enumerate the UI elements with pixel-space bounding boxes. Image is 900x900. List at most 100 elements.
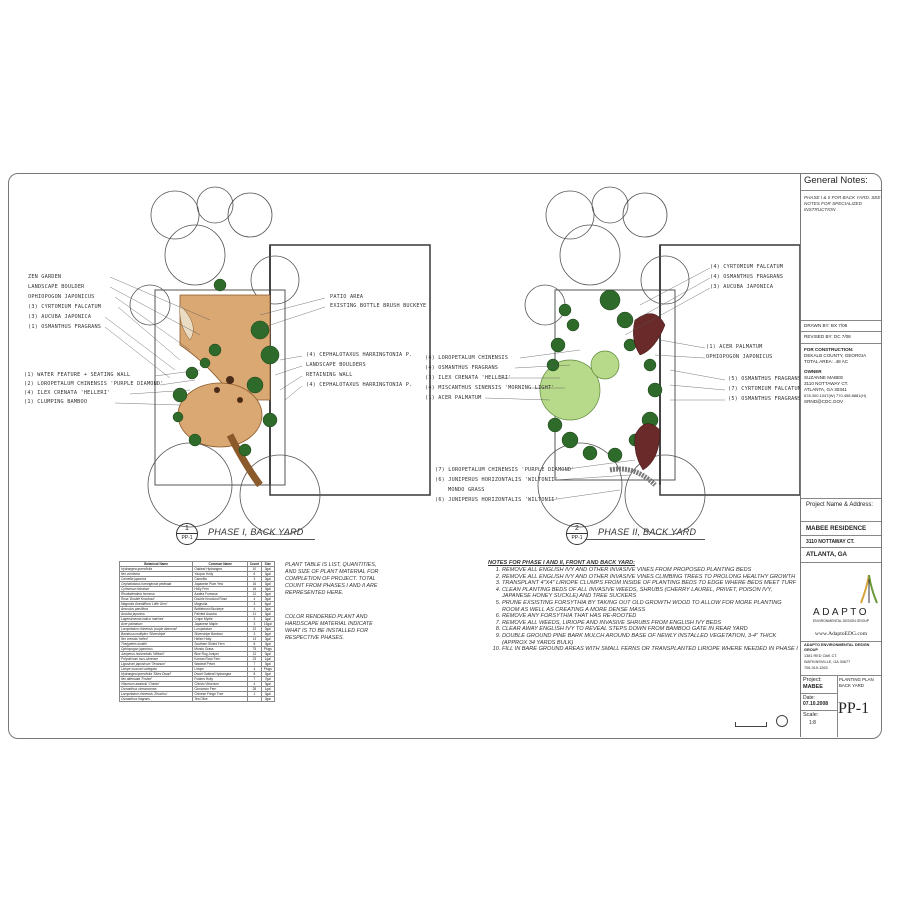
plant-label: (1) WATER FEATURE + SEATING WALL [24, 372, 131, 378]
plant-label: (5) OSMANTHUS FRAGRANS [728, 376, 802, 382]
drawn-by: DRAWN BY: BX 7/08 [804, 323, 848, 328]
plant-label: (3) ILEX CRENATA 'HELLERI' [425, 375, 512, 381]
owner-city: ATLANTA, GA 30341 [804, 387, 847, 392]
phase2-drawing-marker: 2 PP-1 [566, 523, 588, 545]
divider [801, 343, 881, 344]
plant-label: LANDSCAPE BOULDER [28, 284, 85, 290]
plant-table: Botanical Name Common Name Count Size Hy… [118, 561, 276, 702]
phase1-leader-lines [104, 276, 326, 406]
drawing-number: 2 [567, 524, 587, 534]
county: DEKALB COUNTY, GEORGIA [804, 353, 867, 358]
phase2-leader-lines [484, 267, 726, 501]
revised-by: REVISED BY: DC 7/08 [804, 334, 851, 339]
phase1-drawing-marker: 1 PP-1 [176, 523, 198, 545]
plant-label: (1) ACER PALMATUM [706, 344, 763, 350]
note-item: CLEAN PLANTING BEDS OF ALL INVASIVE WEED… [502, 587, 798, 600]
table-note-quantities: PLANT TABLE IS LIST, QUANTITIES, AND SIZ… [285, 562, 379, 596]
divider [801, 693, 837, 694]
plant-label: RETAINING WALL [306, 372, 353, 378]
firm-city: WATKINSVILLE, GA 30677 [804, 660, 851, 664]
plant-label: OPHIOPOGON JAPONICUS [28, 294, 95, 300]
owner-phone: 678.300.1047(W) 770.458.8881(H) [804, 393, 867, 398]
count-cell [247, 696, 262, 702]
note-item: TRANSPLANT 4"x4" LIRIOPE CLUMPS FROM INS… [502, 580, 798, 587]
divider [801, 562, 881, 563]
adapto-logo-icon [860, 574, 878, 604]
plant-label: PATIO AREA [330, 294, 364, 300]
owner-email: SRND@CDC.GOV [804, 399, 844, 404]
plant-label: EXISTING BOTTLE BRUSH BUCKEYE [330, 303, 427, 309]
plant-label: (2) LOROPETALUM CHINENSIS 'PURPLE DIAMON… [24, 381, 164, 387]
graphic-scale [735, 722, 767, 727]
general-notes-title: General Notes: [804, 175, 868, 186]
phase1-site-plan [129, 186, 431, 535]
plant-label: (3) AUCUBA JAPONICA [28, 314, 92, 320]
plant-label: (1) OSMANTHUS FRAGRANS [28, 324, 102, 330]
plant-label: (4) OSMANTHUS FRAGRANS [425, 365, 499, 371]
plant-label: MONDO GRASS [448, 487, 485, 493]
plant-label: (3) CYRTOMIUM FALCATUM [28, 304, 102, 310]
logo-wordmark: ADAPTO [813, 607, 869, 618]
scale-label: Scale: [803, 712, 819, 718]
firm-street: 1381 RED OAK CT. [804, 654, 838, 658]
drawing-number: 1 [177, 524, 197, 534]
divider [801, 320, 881, 321]
plant-label: (6) JUNIPERUS HORIZONTALIS 'WILTONII' [435, 497, 558, 503]
project-short: MABEE [803, 684, 823, 690]
divider [801, 535, 881, 536]
phase2-site-plan [524, 186, 801, 535]
divider [837, 675, 838, 737]
divider [801, 547, 881, 548]
project-city: ATLANTA, GA [806, 551, 848, 558]
project-street: 3110 NOTTAWAY CT. [806, 539, 855, 545]
note-item: PRUNE EXSISTING FORSYTHIA BY TAKING OUT … [502, 600, 798, 613]
common-name-cell: Tea Olive [192, 696, 249, 702]
note-item: REMOVE ALL ENGLISH IVY AND OTHER INVASIV… [502, 574, 798, 581]
divider [801, 331, 881, 332]
sheet-number: PP-1 [838, 700, 870, 717]
drawing-sheet-ref: PP-1 [571, 535, 583, 541]
phase-notes: NOTES FOR PHASE I AND II, FRONT AND BACK… [488, 560, 798, 653]
notes-heading: NOTES FOR PHASE I AND II, FRONT AND BACK… [488, 560, 635, 566]
plant-label: (6) JUNIPERUS HORIZONTALIS 'WILTONII' [435, 477, 558, 483]
website-link[interactable]: www.AdaptoEDG.com [814, 631, 868, 637]
divider [801, 521, 881, 522]
note-item: REMOVE ALL WEEDS, LIRIOPE AND INVASIVE S… [502, 620, 798, 627]
firm-name: ADAPTO ENVIRONMENTAL DESIGN GROUP [804, 643, 870, 652]
logo-tagline: ENVIRONMENTAL DESIGN GROUP [812, 619, 870, 623]
phase2-title-underline [585, 539, 705, 540]
divider [801, 710, 837, 711]
plant-label: ZEN GARDEN [28, 274, 62, 280]
plant-label: (4) ILEX CRENATA 'HELLERI' [24, 390, 111, 396]
divider [801, 675, 881, 676]
table-note-color: COLOR RENDERED PLANT AND HARDSCAPE MATER… [285, 614, 373, 641]
plant-label: (4) CEPHALOTAXUS HARRINGTONIA P. [306, 352, 413, 358]
plant-label: (7) CYRTOMIUM FALCATUM [728, 386, 802, 392]
note-item: REMOVE ALL ENGLISH IVY AND OTHER INVASIV… [502, 567, 798, 574]
plant-label: (4) LOROPETALUM CHINENSIS [425, 355, 509, 361]
owner-label: OWNER [804, 369, 822, 374]
owner-street: 3110 NOTTAWAY CT. [804, 381, 849, 386]
plan-description: PLANTING PLAN BACK YARD [839, 677, 874, 688]
note-item: DOUBLE GROUND PINE BARK MULCH AROUND BAS… [502, 633, 798, 646]
plant-label: (4) CEPHALOTAXUS HARRINGTONIA P. [306, 382, 413, 388]
divider [801, 190, 881, 191]
plant-table-header-row: Botanical Name Common Name Count Size [118, 561, 276, 567]
firm-phone: 706-319-1263 [804, 666, 828, 670]
note-item: CLEAR AWAY ENGLISH IVY TO REVEAL STEPS D… [502, 626, 798, 633]
divider [801, 641, 881, 642]
plant-label: (1) CLUMPING BAMBOO [24, 399, 88, 405]
scale-value: 1:8 [809, 720, 816, 726]
plant-label: (7) LOROPETALUM CHINENSIS 'PURPLE DIAMON… [435, 467, 575, 473]
plant-label: (4) MISCANTHUS SINENSIS 'MORNING LIGHT' [425, 385, 555, 391]
drawing-sheet-ref: PP-1 [181, 535, 193, 541]
project-short-label: Project: [803, 677, 822, 683]
title-block: General Notes: PHASE I & II FOR BACK YAR… [800, 173, 881, 737]
plant-label: (4) CYRTOMIUM FALCATUM [710, 264, 784, 270]
phase1-title-underline [195, 539, 315, 540]
north-arrow-icon [776, 715, 788, 727]
for-construction: FOR CONSTRUCTION: [804, 347, 854, 352]
